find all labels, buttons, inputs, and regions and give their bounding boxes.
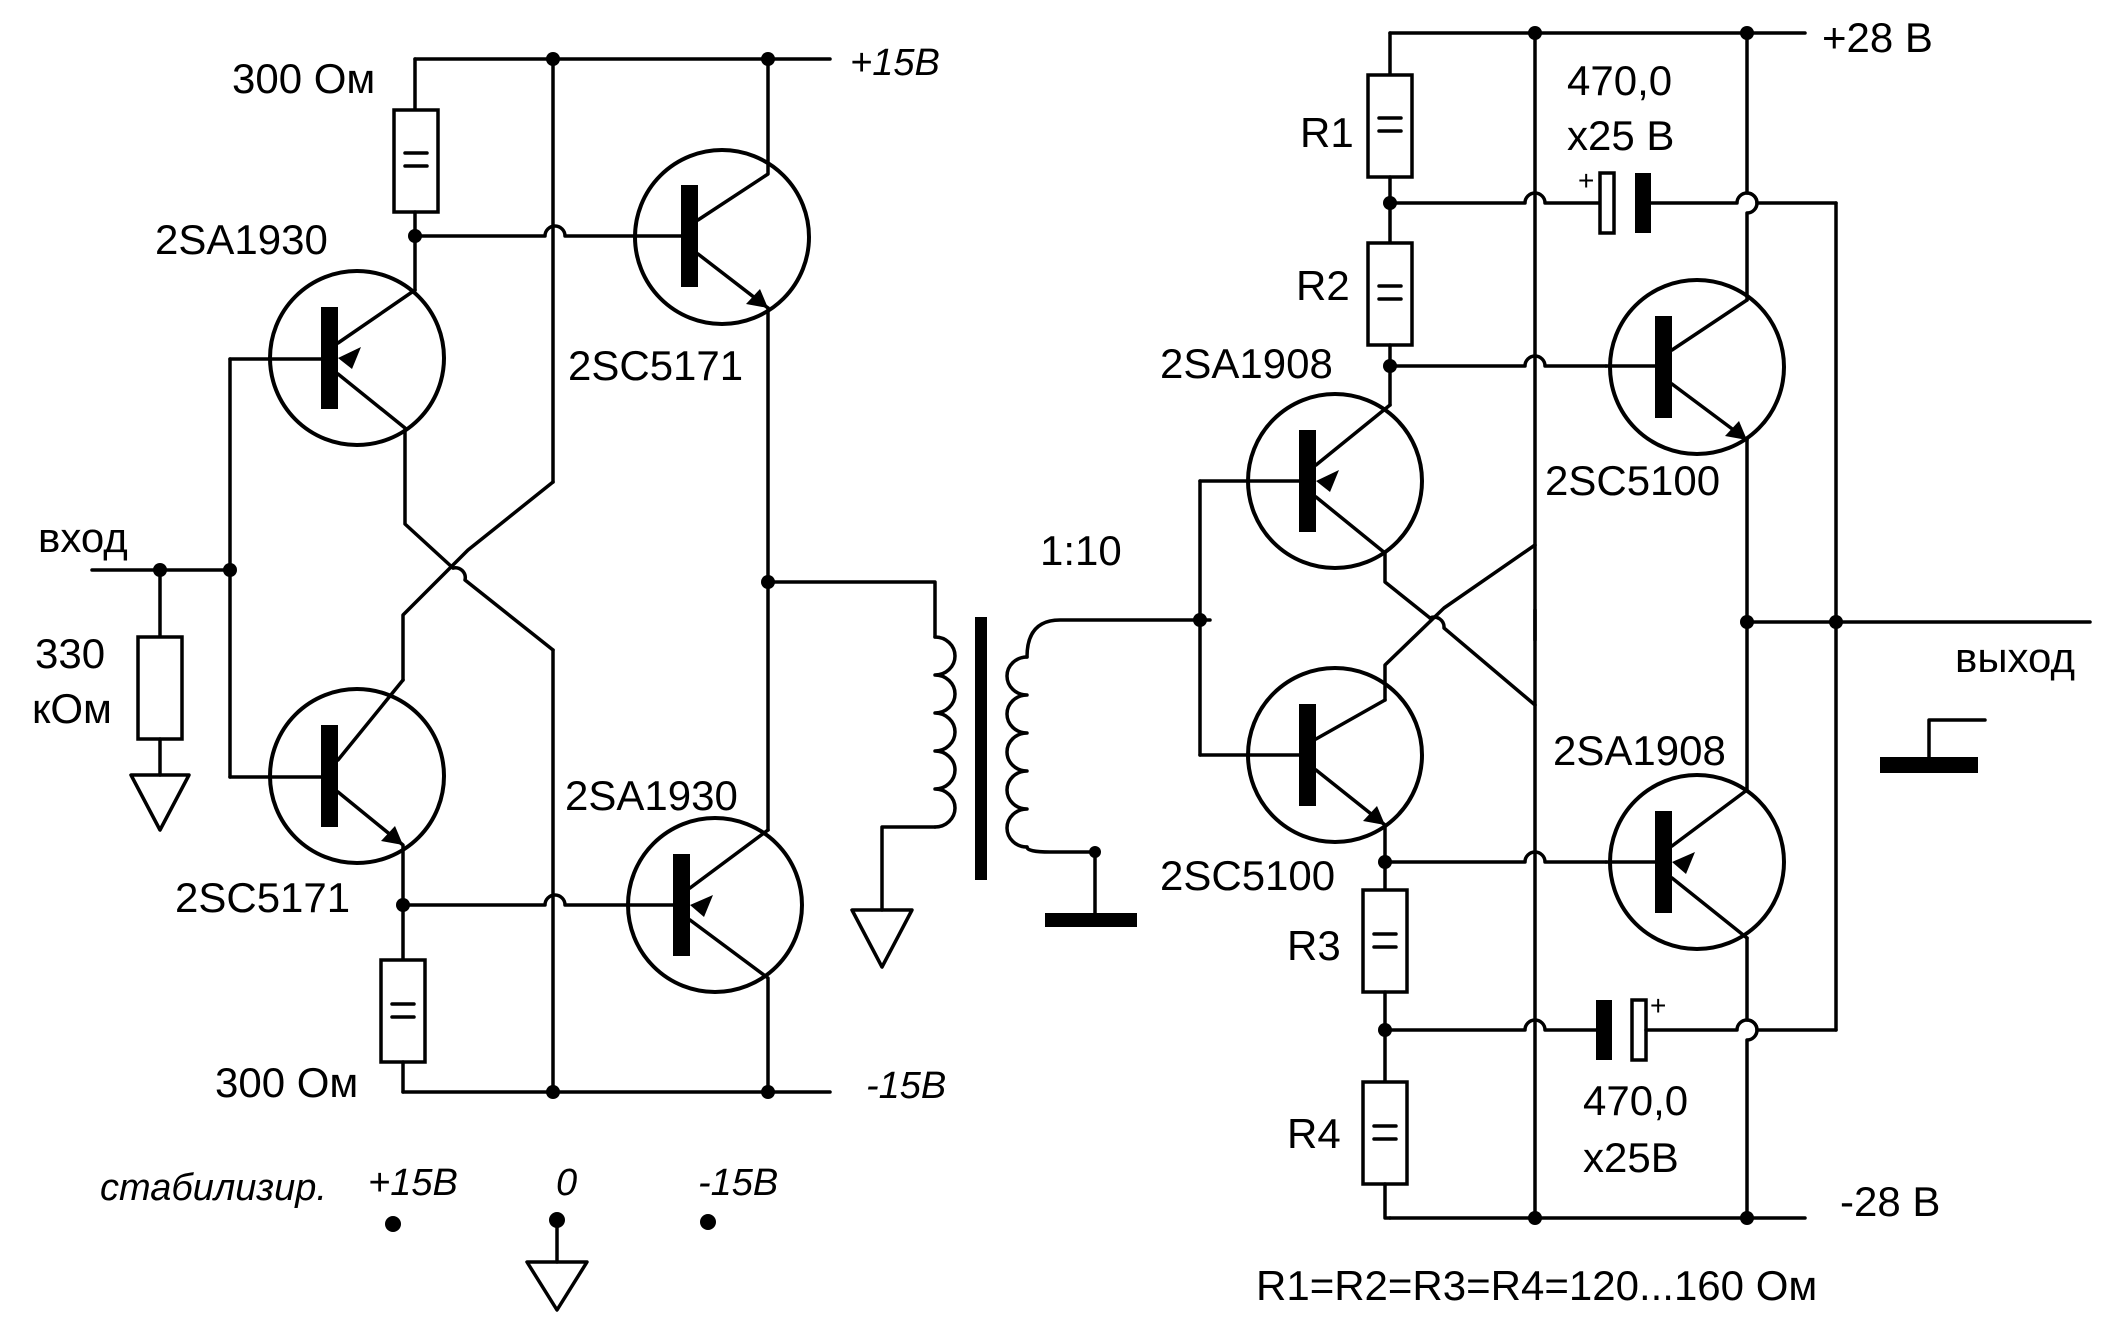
label-supply-pos: +15В [368,1162,458,1204]
label-r4: R4 [1287,1110,1341,1157]
label-output-top: 2SC5100 [1545,457,1720,504]
label-r2: R2 [1296,262,1350,309]
ground-icon [129,773,191,832]
cap-top-plus: + [1578,165,1594,196]
label-rail-neg-15: -15В [866,1065,946,1107]
transformer-core [975,617,987,880]
resistor-330k [136,635,184,741]
label-resistor-330k-unit: кОм [32,685,112,732]
cap-top-plate-pos [1598,171,1616,235]
wire-right-col-bottom [1745,936,1759,1220]
resistor-r2 [1366,241,1414,347]
resistor-mark [1372,932,1398,949]
supply-legend [385,1212,716,1312]
chassis-ground-icon [1880,757,1978,773]
label-r3: R3 [1287,922,1341,969]
transistor-q4-pnp [626,816,804,1094]
label-transistor-2sa1930-top: 2SA1930 [155,216,328,263]
resistor-mark [1377,116,1403,133]
label-driver-top: 2SA1908 [1160,340,1333,387]
resistor-mark [390,1002,416,1019]
label-transistor-2sc5171-bottom: 2SC5171 [175,874,350,921]
label-transistor-2sc5171-top: 2SC5171 [568,342,743,389]
label-driver-bottom: 2SC5100 [1160,852,1335,899]
label-input: вход [38,514,128,561]
chassis-ground-icon [1045,913,1137,927]
wire [880,825,937,912]
wire [1649,191,1838,205]
resistor-r3 [1361,888,1409,994]
wire-q2-base [413,224,638,238]
resistor-mark [403,151,429,168]
wire [1383,1182,1392,1220]
transistor-q2-npn [633,57,811,326]
resistor-r1 [1366,73,1414,179]
wire-out-bottom-base [1383,850,1608,864]
ground-icon [850,908,914,969]
cap-bottom-plate-neg [1596,1000,1612,1060]
wire-cross-r2 [1383,543,1537,702]
transistor-driver-bottom-npn [1198,666,1424,892]
label-r1: R1 [1300,109,1354,156]
wire [1388,191,1602,205]
wire-q4-base [401,893,630,907]
label-cap-bottom-value: 470,0 [1583,1077,1688,1124]
transistor-q3-npn [228,678,446,907]
secondary-coil [1005,655,1029,849]
label-supply-zero: 0 [556,1162,577,1204]
resistor-mark [1372,1124,1398,1141]
wire-cross-2 [401,480,555,682]
label-resistor-300-top: 300 Ом [232,55,375,102]
transistor-output-top-npn [1604,278,1786,456]
resistor-mark [1377,284,1403,301]
left-stage [90,52,937,1099]
label-cap-bottom-voltage: х25В [1583,1134,1679,1181]
wire-to-transformer [766,580,937,639]
transistor-output-bottom-pnp [1604,773,1786,951]
wire [1927,718,1987,759]
ground-icon [525,1260,589,1312]
wire [1025,618,1212,659]
wire-out-top-base [1388,354,1608,368]
wire-right-col-top [1745,31,1759,302]
label-resistor-note: R1=R2=R3=R4=120...160 Ом [1256,1262,1817,1309]
label-rail-pos-28: +28 В [1822,14,1933,61]
wire-cross-r1 [1428,615,1537,707]
label-transistor-2sa1930-bottom: 2SA1930 [565,772,738,819]
resistor-300-bottom [379,958,427,1064]
resistor-300-top [392,108,440,214]
wire [1025,845,1097,920]
label-rail-neg-28: -28 В [1840,1178,1940,1225]
label-resistor-330k-value: 330 [35,630,105,677]
transformer: 1:10 [850,527,1212,969]
wire [1644,1018,1838,1032]
cap-top-plate-neg [1635,173,1651,233]
label-cap-top-value: 470,0 [1567,57,1672,104]
right-stage: + [1193,26,2092,1225]
label-resistor-300-bottom: 300 Ом [215,1059,358,1106]
label-output-bottom: 2SA1908 [1553,727,1726,774]
label-rail-pos-15: +15В [850,42,940,84]
cap-bottom-plus: + [1650,990,1666,1021]
wire-cross-1 [451,566,555,652]
cap-bottom-plate-pos [1630,998,1648,1062]
transistor-driver-top-pnp [1198,392,1432,620]
label-supply-caption: стабилизир. [100,1167,327,1209]
wire [1383,1018,1598,1032]
label-supply-neg: -15В [698,1162,778,1204]
label-output: выход [1955,634,2075,681]
resistor-r4 [1361,1080,1409,1186]
label-cap-top-voltage: х25 В [1567,112,1674,159]
transformer-ratio: 1:10 [1040,527,1122,574]
transistor-q1-pnp [228,269,455,570]
primary-coil [933,635,957,829]
